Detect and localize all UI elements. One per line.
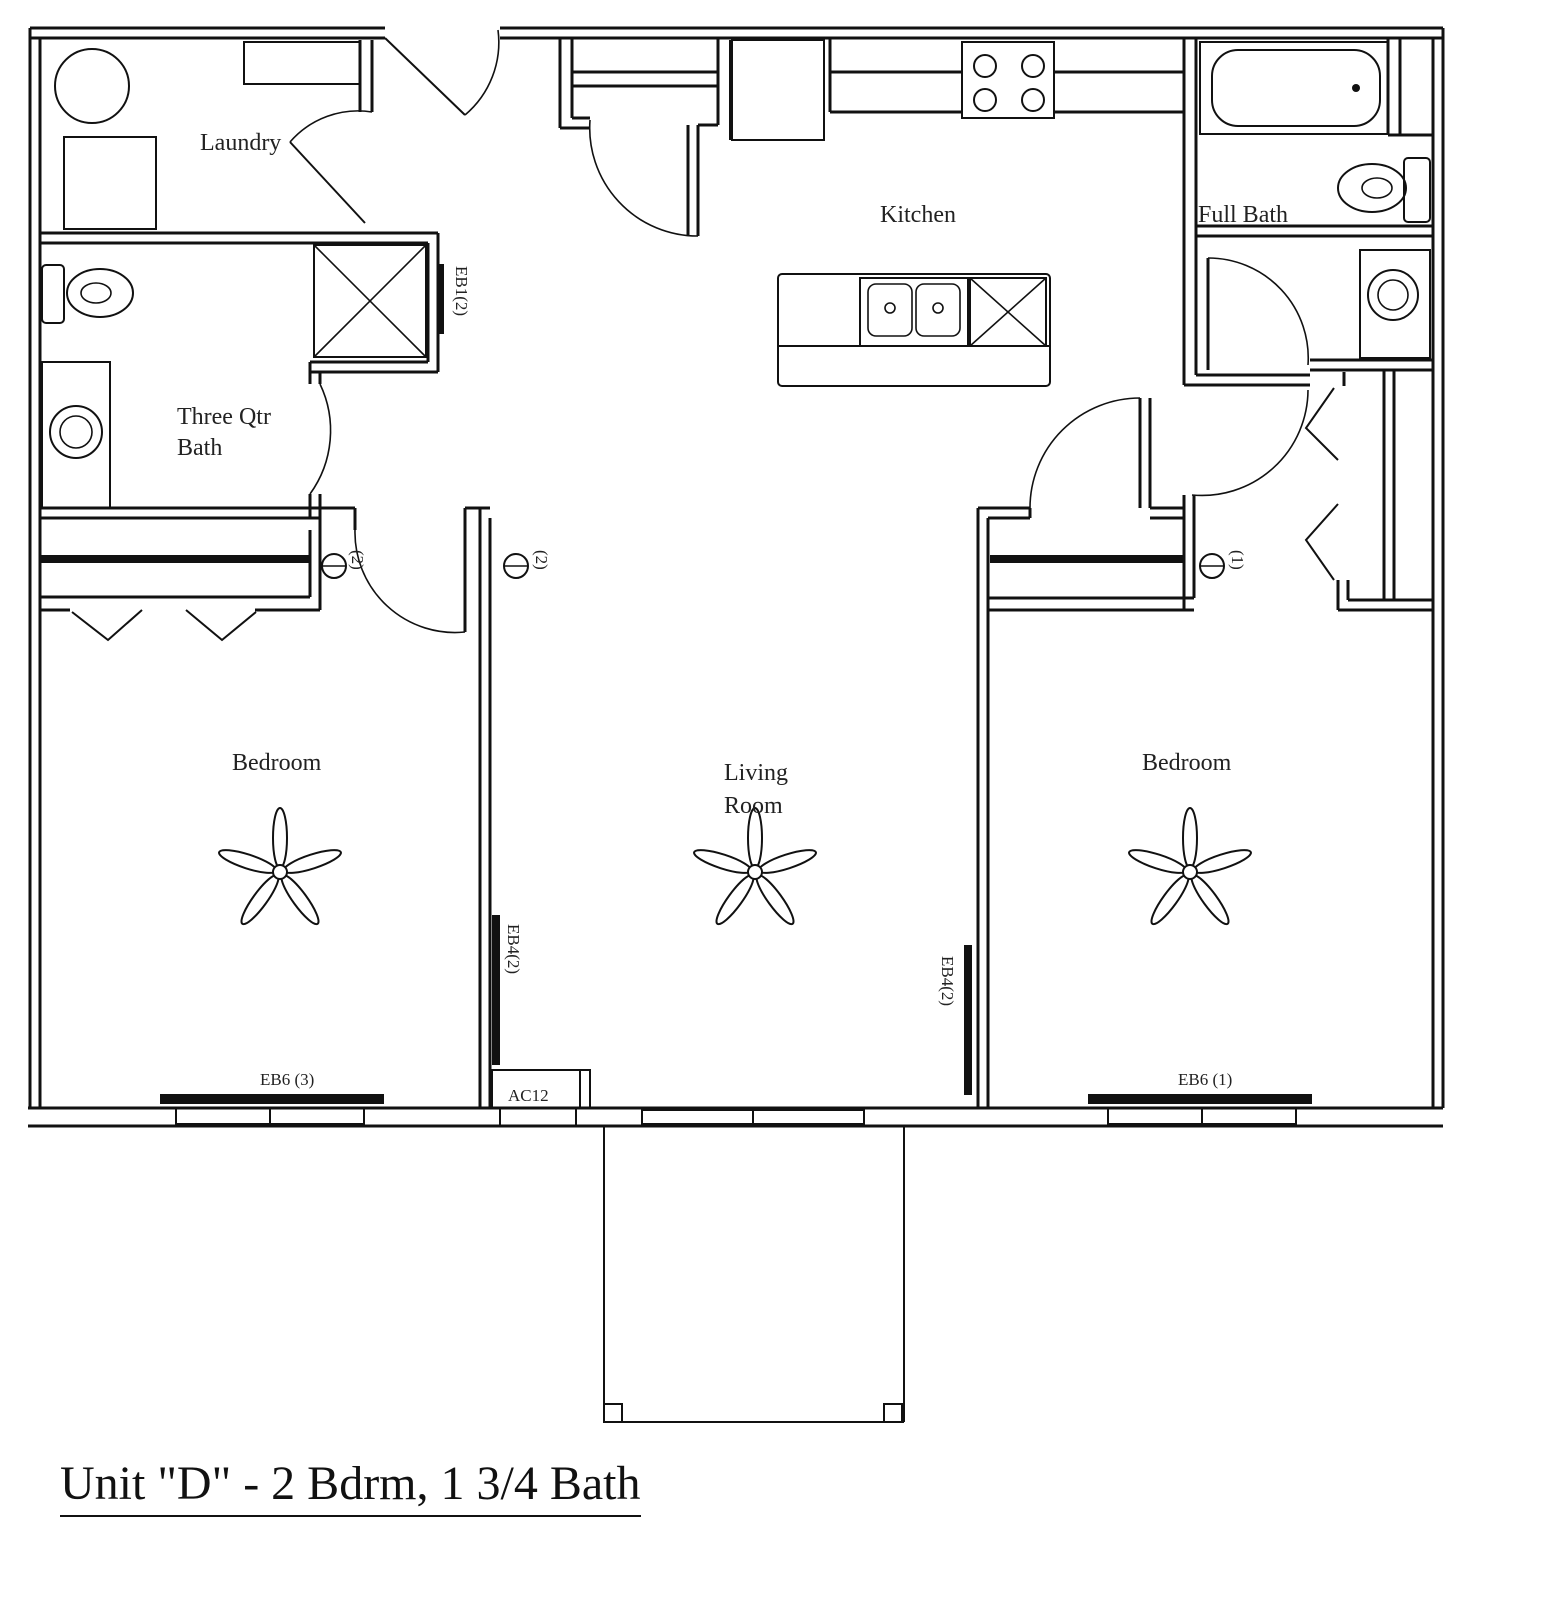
right-closets (976, 370, 1433, 1108)
entry-door (384, 29, 500, 116)
living-room-label-line1: Living (724, 760, 788, 786)
fan-blade (1190, 873, 1230, 926)
ac-tag: AC12 (508, 1086, 549, 1105)
exterior-walls (28, 26, 1445, 1128)
three-qtr-bath (40, 233, 444, 520)
fan-blade (240, 873, 280, 926)
fan-hub (272, 864, 288, 880)
left-closet (40, 506, 492, 1108)
eb4-left-tag: EB4(2) (504, 924, 523, 974)
fan-hub (747, 864, 763, 880)
three-qtr-bath-label-line2: Bath (177, 435, 222, 461)
fan-blade (757, 849, 817, 874)
laundry-label: Laundry (200, 130, 281, 156)
light-fixtures (321, 553, 1225, 579)
fan-blade (272, 807, 288, 869)
unit-caption: Unit "D" - 2 Bdrm, 1 3/4 Bath (60, 1456, 641, 1517)
full-bath (1182, 38, 1433, 387)
fan-living-room-icon (693, 807, 817, 926)
laundry-area (40, 40, 438, 245)
light-left-tag: (2) (348, 550, 367, 570)
fan-bedroom-left-icon (218, 807, 342, 926)
eb6-left-tag: EB6 (3) (260, 1070, 314, 1089)
kitchen-fixtures (558, 38, 1184, 387)
three-qtr-bath-label-line1: Three Qtr (177, 404, 271, 430)
fan-blade (1192, 849, 1252, 874)
patio (603, 1126, 905, 1423)
fan-blade (693, 849, 753, 874)
fan-blade (755, 873, 795, 926)
fan-blade (1128, 849, 1188, 874)
fan-blade (282, 849, 342, 874)
fan-blade (218, 849, 278, 874)
eb4-right-tag: EB4(2) (938, 956, 957, 1006)
bedroom-left-label: Bedroom (232, 750, 322, 776)
fan-blade (715, 873, 755, 926)
fan-hub (1182, 864, 1198, 880)
fan-blade (1150, 873, 1190, 926)
light-right-tag: (1) (1228, 550, 1247, 570)
fan-blade (280, 873, 320, 926)
heaters-and-windows (160, 915, 1312, 1127)
eb6-right-tag: EB6 (1) (1178, 1070, 1232, 1089)
fan-blade (1182, 807, 1198, 869)
bedroom-right-label: Bedroom (1142, 750, 1232, 776)
fan-bedroom-right-icon (1128, 807, 1252, 926)
light-center-tag: (2) (532, 550, 551, 570)
living-room-label-line2: Room (724, 793, 783, 819)
eb1-tag: EB1(2) (452, 266, 471, 316)
kitchen-label: Kitchen (880, 202, 956, 228)
full-bath-label: Full Bath (1198, 202, 1288, 228)
ceiling-fans (218, 807, 1252, 926)
